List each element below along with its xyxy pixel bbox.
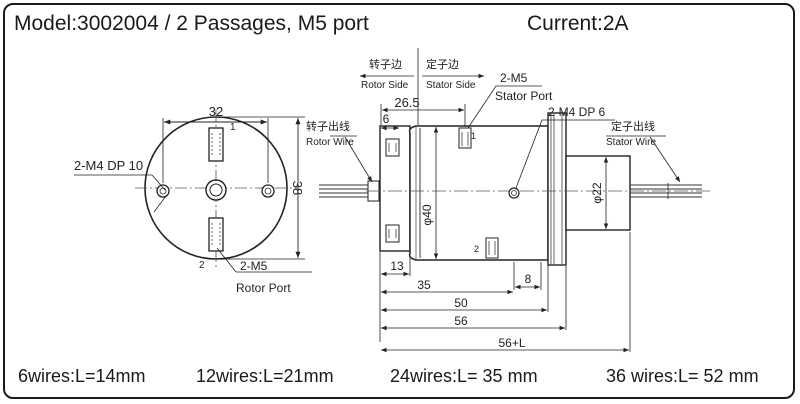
stator-port-label: 2-M5 <box>500 71 528 85</box>
dim-dia22: φ22 <box>590 182 604 203</box>
mount-hole-left <box>156 184 170 198</box>
front-marker-1: 1 <box>230 122 236 133</box>
wires-12: 12wires:L=21mm <box>196 366 334 386</box>
front-view: 32 38 1 2 2-M4 DP 10 2-M5 Rotor Port <box>74 104 312 295</box>
center-bore <box>205 179 227 201</box>
dim-50: 50 <box>454 296 468 310</box>
side-marker-1: 1 <box>471 131 476 141</box>
side-marker-2: 2 <box>474 244 479 254</box>
dim-35: 35 <box>417 278 431 292</box>
rotor-flange-port-top <box>385 138 400 157</box>
dim-13: 13 <box>390 259 404 273</box>
center-bore-inner <box>209 183 223 197</box>
stator-wire-cn: 定子出线 <box>611 119 655 133</box>
rotor-wire-cn: 转子出线 <box>306 119 350 133</box>
rotor-port-top <box>208 127 224 162</box>
stator-side-cn: 定子边 <box>426 57 459 71</box>
dim-26-5: 26.5 <box>394 95 419 110</box>
stator-port-en: Stator Port <box>495 89 553 103</box>
drawing-frame <box>3 3 795 399</box>
rotor-side-cn: 转子边 <box>369 57 402 71</box>
dim-8: 8 <box>525 272 532 286</box>
rotor-side-en: Rotor Side <box>361 80 409 91</box>
rotor-port-en: Rotor Port <box>236 281 291 295</box>
dim-dia40: φ40 <box>420 204 434 225</box>
dim-56L: 56+L <box>498 336 525 350</box>
model-title: Model:3002004 / 2 Passages, M5 port <box>14 12 369 35</box>
rotor-flange-port-bottom <box>385 224 400 243</box>
hole-label: 2-M4 DP 10 <box>74 158 143 173</box>
dim-32: 32 <box>209 104 223 119</box>
rotor-port-bottom <box>208 217 224 252</box>
stator-port-bottom <box>485 237 499 259</box>
dim-38: 38 <box>290 181 305 195</box>
stator-side-en: Stator Side <box>426 80 476 91</box>
rotor-port-label: 2-M5 <box>240 259 268 273</box>
stator-hole-label: 2-M4 DP 6 <box>548 105 605 119</box>
stator-wire-en: Stator Wire <box>606 137 656 148</box>
current-rating: Current:2A <box>527 12 629 35</box>
mount-hole-right <box>261 184 275 198</box>
wires-36: 36 wires:L= 52 mm <box>606 366 759 386</box>
main-body <box>408 125 549 261</box>
side-view: 1 2 φ40 φ22 转子边 Rotor Side 定子边 Stator Si… <box>306 48 710 353</box>
dim-56: 56 <box>454 314 468 328</box>
stator-hole <box>508 187 520 199</box>
wires-24: 24wires:L= 35 mm <box>390 366 538 386</box>
rotor-wire-en: Rotor Wire <box>306 137 354 148</box>
dim-6: 6 <box>383 112 390 126</box>
wires-6: 6wires:L=14mm <box>18 366 146 386</box>
front-marker-2: 2 <box>199 260 205 271</box>
stator-port-top <box>458 127 472 149</box>
